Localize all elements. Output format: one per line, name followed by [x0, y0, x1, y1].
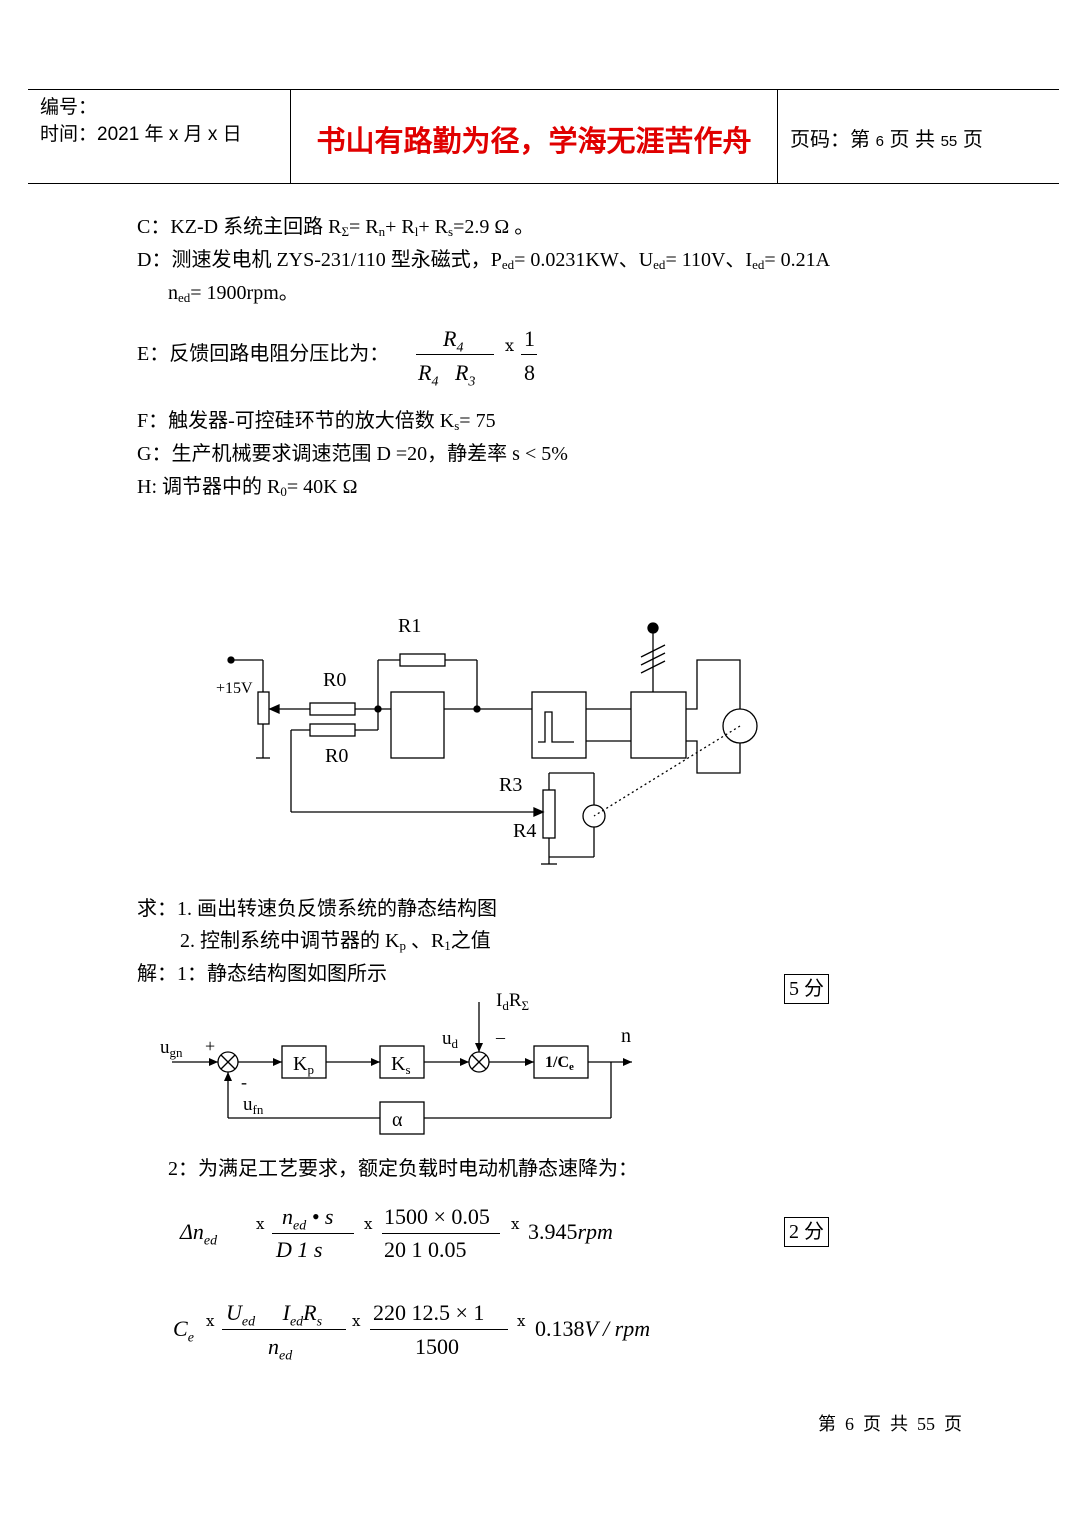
label-15v: +15V [216, 680, 253, 697]
label-r1: R1 [398, 615, 421, 637]
block-ks: Ks [391, 1053, 411, 1077]
question-2: 2. 控制系统中调节器的 Kp 、R1之值 [180, 930, 491, 953]
eq1-frac2-den: 20 1 0.05 [384, 1237, 467, 1262]
label-ugn: ugn [160, 1037, 183, 1060]
header-divider [777, 90, 778, 183]
label-r0-top: R0 [323, 669, 346, 691]
param-d-speed: ned= 1900rpm。 [168, 282, 299, 305]
question-1: 求：1. 画出转速负反馈系统的静态结构图 [137, 898, 497, 920]
header-motto: 书山有路勤为径，学海无涯苦作舟 [316, 124, 752, 158]
e-ratio-num: 1 [524, 326, 535, 351]
eq2-frac1-den: ned [268, 1334, 293, 1364]
fraction-bar [222, 1329, 346, 1330]
eq2-lhs: Ce [173, 1316, 194, 1346]
fraction-bar [521, 354, 537, 355]
score-badge: 5 分 [784, 974, 829, 1004]
answer-1: 解：1：静态结构图如图所示 [137, 963, 387, 985]
eq2-frac2-den: 1500 [415, 1334, 459, 1359]
eq1-result: 3.945rpm [528, 1219, 613, 1244]
param-d: D：测速发电机 ZYS-231/110 型永磁式，Ped= 0.0231KW、U… [137, 249, 831, 272]
page-footer: 第 6 页 共 55 页 [818, 1414, 962, 1434]
equals-sign: ⅹ [206, 1314, 215, 1330]
param-e-label: E：反馈回路电阻分压比为： [137, 343, 390, 365]
block-alpha: α [392, 1109, 403, 1131]
fraction-bar [370, 1329, 508, 1330]
label-r0-bottom: R0 [325, 745, 348, 767]
eq1-frac1-num: ned • s [282, 1204, 334, 1234]
page-header: 编号： 时间：2021 年 x 月 x 日 书山有路勤为径，学海无涯苦作舟 页码… [28, 89, 1059, 184]
header-info: 编号： 时间：2021 年 x 月 x 日 [40, 94, 242, 148]
param-f: F：触发器-可控硅环节的放大倍数 Ks= 75 [137, 410, 496, 433]
number-label: 编号： [40, 97, 98, 118]
param-c: C：KZ-D 系统主回路 RΣ= Rn+ Rl+ Rs=2.9 Ω 。 [137, 216, 535, 239]
equals-sign: ⅹ [256, 1217, 265, 1233]
equals-sign: ⅹ [505, 338, 515, 355]
label-plus: + [205, 1036, 215, 1056]
param-g: G：生产机械要求调速范围 D =20，静差率 s < 5% [137, 443, 568, 465]
equals-sign: ⅹ [352, 1314, 361, 1330]
eq2-frac1-num: Ued IedRs [226, 1300, 323, 1330]
eq1-frac2-num: 1500 × 0.05 [384, 1204, 490, 1229]
label-ufn: ufn [243, 1094, 264, 1117]
block-ce: 1/Ce [545, 1054, 574, 1073]
label-minus-2: – [495, 1027, 506, 1047]
equals-sign: ⅹ [364, 1217, 373, 1233]
fraction-bar [272, 1233, 354, 1234]
equals-sign: ⅹ [511, 1217, 520, 1233]
label-idr: IdRΣ [496, 990, 529, 1013]
time-label: 时间：2021 年 x 月 x 日 [40, 124, 242, 145]
answer-2: 2：为满足工艺要求，额定负载时电动机静态速降为： [168, 1158, 638, 1180]
label-r4: R4 [513, 820, 536, 842]
param-h: H: 调节器中的 R0= 40K Ω [137, 476, 358, 499]
e-ratio-den: 8 [524, 360, 535, 385]
eq2-result: 0.138V / rpm [535, 1316, 651, 1341]
eq2-frac2-num: 220 12.5 × 1 [373, 1300, 485, 1325]
eq1-lhs: Δned [180, 1219, 218, 1249]
label-r3: R3 [499, 774, 522, 796]
label-ud: ud [442, 1028, 459, 1051]
eq1-frac1-den: D 1 s [276, 1237, 323, 1262]
fraction-bar [416, 354, 494, 355]
label-minus: - [241, 1072, 247, 1092]
header-divider [290, 90, 291, 183]
block-kp: Kp [293, 1053, 314, 1077]
e-fraction-den: R4 R3 [418, 360, 476, 390]
e-fraction-num: R4 [443, 326, 464, 356]
equals-sign: ⅹ [517, 1314, 526, 1330]
fraction-bar [382, 1233, 500, 1234]
label-n: n [621, 1025, 631, 1047]
header-page-number: 页码：第 6 页 共 55 页 [790, 129, 983, 151]
score-badge: 2 分 [784, 1217, 829, 1247]
